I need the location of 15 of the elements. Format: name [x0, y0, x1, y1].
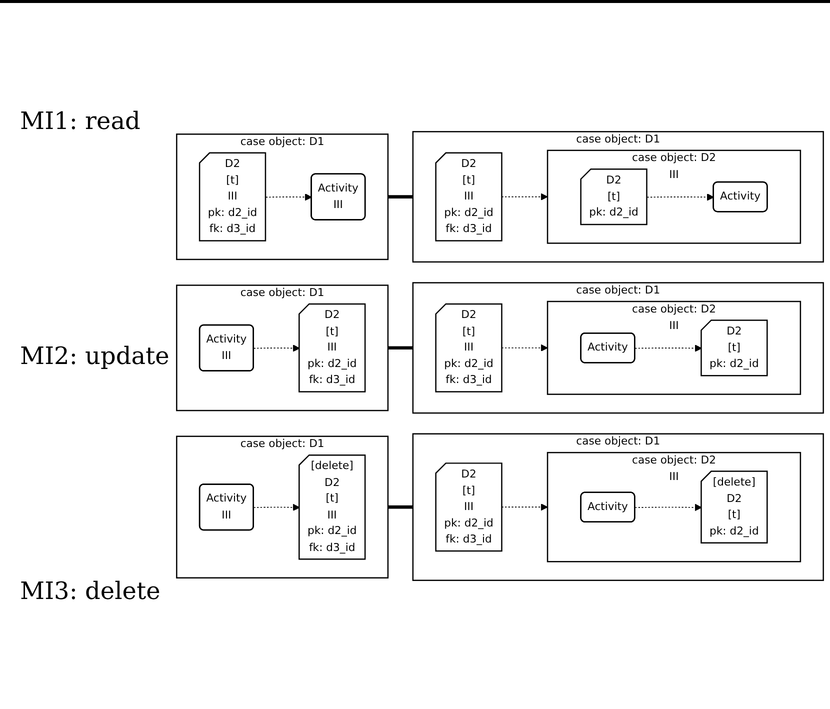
arrow	[253, 344, 300, 352]
arrow	[646, 193, 714, 201]
arrow	[634, 504, 702, 512]
row-label: MI1: read	[20, 106, 142, 135]
arrow	[265, 193, 312, 201]
arrow	[501, 193, 548, 200]
connector	[388, 195, 413, 198]
row-label: MI3: delete	[20, 577, 162, 606]
arrow	[253, 504, 300, 512]
arrow	[634, 344, 702, 352]
arrow	[501, 344, 548, 352]
row-label: MI2: update	[20, 342, 170, 370]
connector	[388, 505, 413, 509]
arrow	[501, 503, 548, 511]
connector	[388, 346, 413, 350]
